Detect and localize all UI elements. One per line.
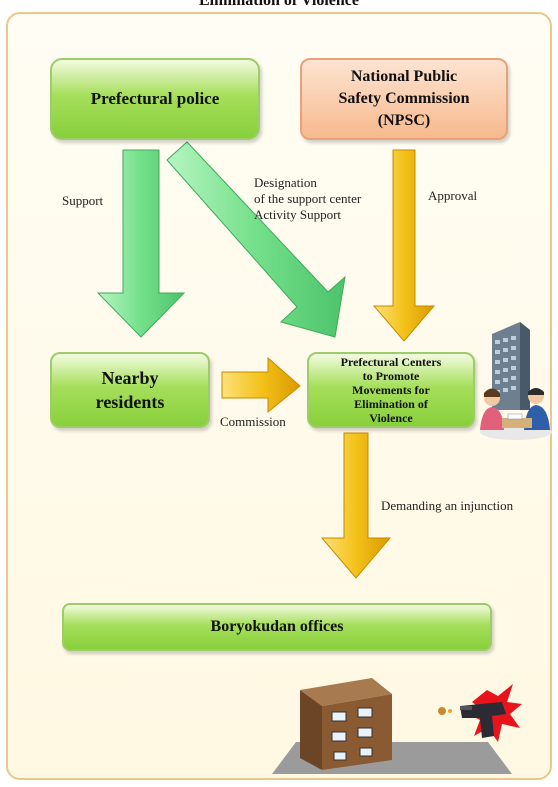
commission-arrow (221, 356, 301, 414)
boryokudan-offices-box: Boryokudan offices (62, 603, 492, 651)
centers-line-1: Prefectural Centers (340, 355, 442, 369)
designation-arrow (166, 141, 346, 338)
npsc-label-line-3: (NPSC) (377, 112, 431, 129)
page-title: Elimination of Violence (199, 0, 359, 9)
boryokudan-building-icon (272, 678, 512, 774)
nearby-residents-line-1: Nearby (101, 368, 159, 388)
injunction-label: Demanding an injunction (381, 498, 514, 513)
centers-line-3: Movements for (352, 383, 430, 397)
centers-line-2: to Promote (362, 369, 420, 383)
prefectural-police-label: Prefectural police (90, 89, 220, 108)
support-label: Support (62, 193, 104, 208)
approval-label: Approval (428, 188, 478, 203)
designation-line-1: Designation (254, 175, 317, 190)
designation-line-3: Activity Support (254, 207, 342, 222)
injunction-arrow (320, 432, 392, 579)
designation-label: Designation of the support center Activi… (254, 175, 361, 223)
pistol-icon (438, 684, 522, 742)
npsc-box: National Public Safety Commission (NPSC) (300, 58, 508, 140)
nearby-residents-line-2: residents (95, 392, 165, 412)
boryokudan-offices-label: Boryokudan offices (210, 618, 344, 635)
npsc-label-line-2: Safety Commission (338, 90, 470, 107)
centers-line-4: Elimination of (354, 397, 428, 411)
prefectural-police-box: Prefectural police (50, 58, 260, 140)
support-arrow (96, 149, 186, 338)
people-meeting-icon (480, 388, 552, 440)
prefectural-centers-box: Prefectural Centers to Promote Movements… (307, 352, 475, 428)
centers-line-5: Violence (369, 411, 413, 425)
npsc-label-line-1: National Public (350, 68, 458, 85)
designation-line-2: of the support center (254, 191, 362, 206)
commission-label: Commission (220, 414, 286, 429)
nearby-residents-box: Nearby residents (50, 352, 210, 428)
approval-arrow (372, 149, 436, 342)
